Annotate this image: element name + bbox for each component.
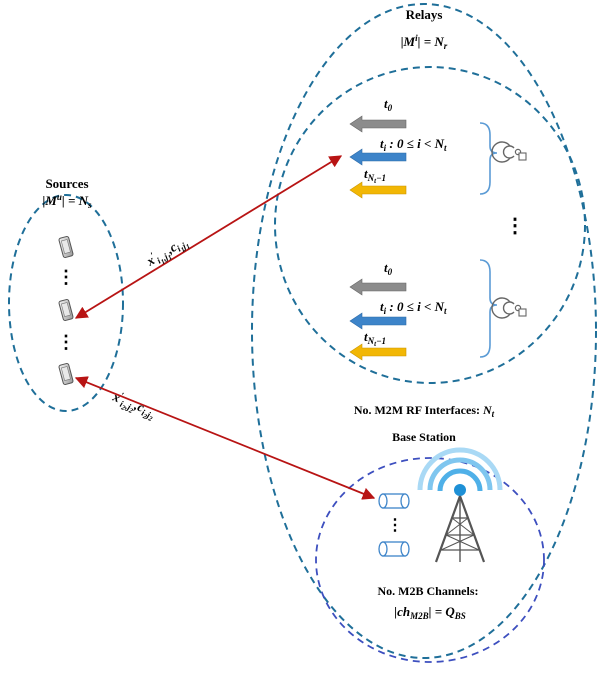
router-icon	[491, 297, 527, 319]
base-station-title: Base Station	[392, 430, 456, 444]
sources-size: |Mu| = Ns	[42, 192, 92, 210]
source-device-1	[58, 235, 74, 259]
arrow-yellow-bottom	[349, 343, 407, 361]
channels-equation: |chM2B| = QBS	[394, 604, 466, 621]
router-icon	[491, 141, 527, 163]
label-tn-top: tNt−1	[364, 166, 386, 185]
relays-dots: ⋮	[505, 215, 525, 237]
relay-group-bottom: t0 ti : 0 ≤ i < Nt tNt−1	[349, 259, 527, 361]
sources-dots-1: ⋮	[57, 267, 75, 287]
tower-icon	[417, 447, 503, 563]
channels-label: No. M2B Channels:	[377, 584, 478, 598]
relays-outer-ellipse	[251, 3, 597, 659]
label-t0-bottom: t0	[384, 260, 393, 277]
label-ti-top: ti : 0 ≤ i < Nt	[380, 136, 447, 153]
base-station-ellipse	[315, 457, 545, 663]
relays-title: Relays	[406, 7, 443, 22]
sources-title: Sources	[45, 176, 88, 191]
brace-bottom	[479, 259, 498, 358]
arrow-blue-bottom	[349, 312, 407, 330]
link-source-relay	[74, 155, 343, 319]
interfaces-label: No. M2M RF Interfaces: Nt	[354, 403, 495, 419]
link1-label: x′i1,j1,ci1j1	[142, 232, 191, 273]
label-ti-bottom: ti : 0 ≤ i < Nt	[380, 299, 447, 316]
label-tn-bottom: tNt−1	[364, 329, 386, 348]
arrow-gray-bottom	[349, 278, 407, 296]
arrow-blue-top	[349, 148, 407, 166]
arrow-yellow-top	[349, 181, 407, 199]
relays-size: |Mi| = Nr	[401, 33, 448, 51]
relays-inner-ellipse	[274, 66, 586, 384]
label-t0-top: t0	[384, 96, 393, 113]
sources-dots-2: ⋮	[57, 332, 75, 352]
channel-cylinder-icon	[378, 541, 410, 557]
base-station-dots: ⋮	[387, 517, 403, 534]
channel-cylinder-icon	[378, 493, 410, 509]
link-source-basestation	[74, 376, 376, 500]
relay-group-top: t0 ti : 0 ≤ i < Nt tNt−1	[349, 96, 527, 199]
link2-label: x′i2,j2,ci2j2	[108, 388, 158, 424]
source-device-2	[58, 298, 74, 322]
brace-top	[479, 122, 498, 195]
arrow-gray-top	[349, 115, 407, 133]
source-device-3	[58, 362, 74, 386]
